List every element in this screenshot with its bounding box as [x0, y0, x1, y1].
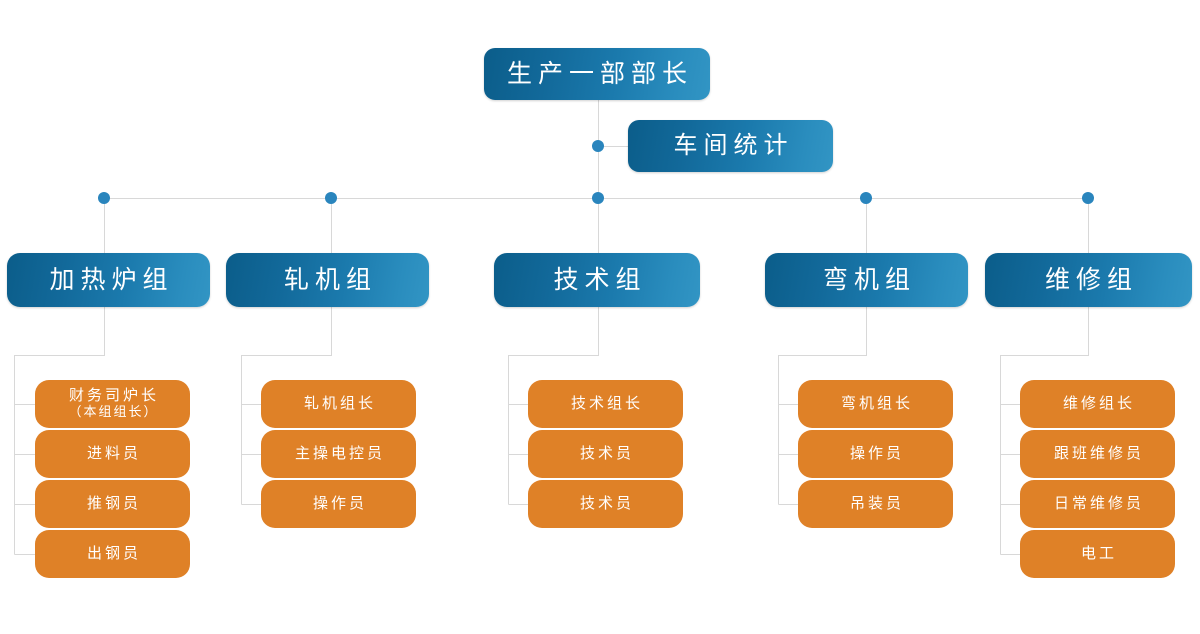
node-member-label-line1: 财务司炉长: [68, 386, 159, 405]
node-member-chief-stoker[interactable]: 财务司炉长 （本组组长）: [35, 380, 190, 428]
node-member-main-electric-controller[interactable]: 主操电控员: [261, 430, 416, 478]
node-group-bending-machine[interactable]: 弯机组: [765, 253, 968, 307]
junction-dot-staff: [592, 140, 604, 152]
node-group-technical[interactable]: 技术组: [494, 253, 700, 307]
junction-dot-group-4: [1082, 192, 1094, 204]
node-group-heating-furnace[interactable]: 加热炉组: [7, 253, 210, 307]
node-member-shift-repairman[interactable]: 跟班维修员: [1020, 430, 1175, 478]
node-member-bending-leader[interactable]: 弯机组长: [798, 380, 953, 428]
node-member-electrician[interactable]: 电工: [1020, 530, 1175, 578]
junction-dot-group-0: [98, 192, 110, 204]
node-member-technical-leader[interactable]: 技术组长: [528, 380, 683, 428]
node-member-label-line2: （本组组长）: [68, 404, 159, 420]
node-member-operator-bending[interactable]: 操作员: [798, 430, 953, 478]
node-member-feeder[interactable]: 进料员: [35, 430, 190, 478]
node-staff-workshop-statistician[interactable]: 车间统计: [628, 120, 833, 172]
node-member-technician-2[interactable]: 技术员: [528, 480, 683, 528]
node-member-daily-repairman[interactable]: 日常维修员: [1020, 480, 1175, 528]
node-member-operator-rolling[interactable]: 操作员: [261, 480, 416, 528]
node-member-technician-1[interactable]: 技术员: [528, 430, 683, 478]
node-member-steel-pusher[interactable]: 推钢员: [35, 480, 190, 528]
node-member-steel-tapper[interactable]: 出钢员: [35, 530, 190, 578]
node-group-maintenance[interactable]: 维修组: [985, 253, 1192, 307]
junction-dot-group-3: [860, 192, 872, 204]
node-member-crane-rigger[interactable]: 吊装员: [798, 480, 953, 528]
junction-dot-group-2: [592, 192, 604, 204]
junction-dot-group-1: [325, 192, 337, 204]
node-root-production-director[interactable]: 生产一部部长: [484, 48, 710, 100]
node-member-rolling-mill-leader[interactable]: 轧机组长: [261, 380, 416, 428]
node-member-maintenance-leader[interactable]: 维修组长: [1020, 380, 1175, 428]
node-group-rolling-mill[interactable]: 轧机组: [226, 253, 429, 307]
